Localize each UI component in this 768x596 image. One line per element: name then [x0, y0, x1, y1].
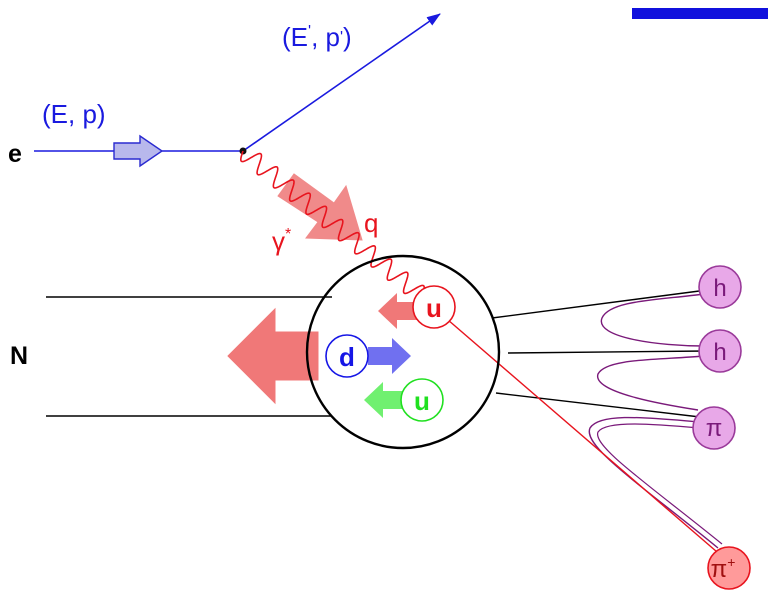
outgoing-kinematics-label: (E', p') [282, 22, 352, 52]
struck-quark-label: u [426, 293, 442, 323]
nucleon-remnant-arrow [227, 307, 319, 405]
nucleon-label: N [10, 342, 28, 370]
hadron-1-circle [698, 265, 742, 309]
d-quark-arrow [368, 338, 411, 374]
fragment-line-2 [507, 350, 708, 354]
struck-quark-arrow [378, 293, 420, 329]
struck-quark-line [432, 306, 725, 559]
fragment-line-1 [491, 289, 708, 319]
photon-label: γ* [272, 226, 291, 256]
hadron-2-label: h [713, 339, 726, 366]
hadron-3-circle [692, 406, 736, 450]
u-quark-arrow [364, 382, 406, 418]
hadron-3-label: π [706, 415, 723, 442]
string-loop-2 [597, 355, 705, 411]
d-quark-circle [325, 334, 369, 378]
struck-quark-circle [412, 285, 456, 329]
hadron-1-label: h [713, 275, 726, 302]
u-quark-label: u [414, 386, 430, 416]
fragment-line-3 [495, 392, 701, 418]
d-quark-label: d [339, 342, 355, 372]
u-quark-circle [400, 378, 444, 422]
virtual-photon-line [240, 150, 425, 297]
string-to-pion-plus [588, 416, 719, 549]
string-to-pion-plus-inner [597, 423, 723, 545]
pion-plus-circle [707, 546, 751, 590]
hadron-2-circle [698, 329, 742, 373]
electron-label: e [8, 140, 22, 168]
photon-momentum-arrow [277, 173, 363, 241]
outgoing-electron-line [242, 13, 441, 152]
nucleon-circle [305, 254, 501, 450]
incoming-kinematics-label: (E, p) [42, 99, 106, 129]
momentum-transfer-label: q [364, 208, 378, 238]
accent-bar [632, 8, 768, 19]
incoming-electron-arrow [113, 134, 164, 168]
pion-plus-label: π+ [711, 554, 736, 583]
string-loop-1 [600, 293, 705, 347]
